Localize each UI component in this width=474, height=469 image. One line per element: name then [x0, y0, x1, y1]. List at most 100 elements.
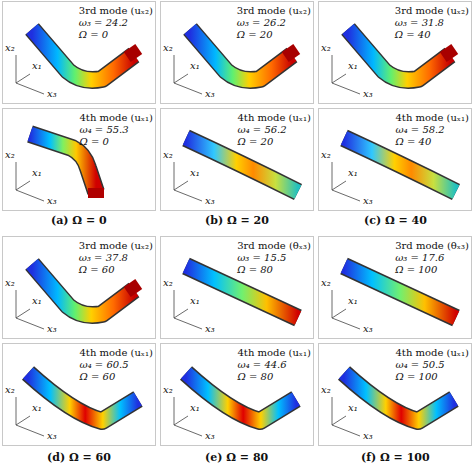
axis-label: x₃ [47, 430, 57, 442]
axis-label: x₃ [47, 323, 57, 335]
axis-label: x₂ [163, 384, 173, 396]
mode-info: 4th mode (uₓ₁)ω₄ = 44.6Ω = 80 [238, 347, 312, 383]
mode-info: 4th mode (uₓ₁)ω₄ = 55.3Ω = 0 [80, 112, 154, 148]
axis-triad [174, 290, 202, 329]
speed-value: Ω = 60 [79, 264, 153, 276]
beam-mode [174, 138, 298, 201]
mode-name: 4th mode (uₓ₁) [238, 112, 312, 124]
beam-mode [332, 266, 456, 329]
axis-label: x₃ [205, 195, 215, 207]
mode-panel: 3rd mode (uₓ₂)ω₃ = 31.8Ω = 40 [318, 1, 472, 104]
subfigure-caption: (a) Ω = 0 [51, 214, 107, 227]
speed-value: Ω = 20 [238, 136, 312, 148]
axis-triad [16, 55, 44, 94]
axis-label: x₁ [190, 60, 200, 72]
axis-triad [174, 397, 202, 436]
frequency-value: ω₃ = 37.8 [79, 252, 153, 264]
axis-label: x₁ [190, 167, 200, 179]
mode-panel: 3rd mode (uₓ₂)ω₃ = 24.2Ω = 0 [2, 1, 156, 104]
axis-triad [332, 55, 360, 94]
subfigure-caption: (b) Ω = 20 [205, 214, 269, 227]
subfigure-caption: (d) Ω = 60 [47, 451, 111, 464]
mode-panel: 4th mode (uₓ₁)ω₄ = 56.2Ω = 20 [160, 108, 314, 211]
mode-name: 3rd mode (θₓ₃) [237, 240, 311, 252]
mode-name: 4th mode (uₓ₁) [396, 112, 470, 124]
speed-value: Ω = 0 [79, 29, 153, 41]
axis-label: x₂ [5, 42, 15, 54]
frequency-value: ω₃ = 26.2 [237, 17, 311, 29]
axis-triad [174, 55, 202, 94]
subfigure-caption: (e) Ω = 80 [205, 451, 268, 464]
mode-name: 3rd mode (uₓ₂) [237, 5, 311, 17]
frequency-value: ω₄ = 55.3 [80, 124, 154, 136]
beam-mode [174, 373, 296, 436]
speed-value: Ω = 40 [396, 136, 470, 148]
frequency-value: ω₃ = 24.2 [79, 17, 153, 29]
axis-label: x₁ [348, 402, 358, 414]
frequency-value: ω₃ = 31.8 [395, 17, 469, 29]
axis-label: x₂ [5, 277, 15, 289]
mode-info: 3rd mode (uₓ₂)ω₃ = 31.8Ω = 40 [395, 5, 469, 41]
axis-label: x₁ [348, 60, 358, 72]
axis-label: x₂ [163, 42, 173, 54]
mode-panel: 4th mode (uₓ₁)ω₄ = 58.2Ω = 40 [318, 108, 472, 211]
axis-label: x₁ [190, 295, 200, 307]
beam-mode [16, 373, 138, 436]
frequency-value: ω₄ = 58.2 [396, 124, 470, 136]
axis-label: x₂ [163, 149, 173, 161]
axis-triad [16, 397, 44, 436]
mode-info: 4th mode (uₓ₁)ω₄ = 60.5Ω = 60 [80, 347, 154, 383]
axis-triad [16, 290, 44, 329]
frequency-value: ω₃ = 15.5 [237, 252, 311, 264]
mode-panel: 4th mode (uₓ₁)ω₄ = 60.5Ω = 60 [2, 343, 156, 446]
subfigure-caption: (f) Ω = 100 [361, 451, 430, 464]
mode-info: 3rd mode (θₓ₃)ω₃ = 17.6Ω = 100 [395, 240, 469, 276]
beam-mode [174, 266, 298, 329]
speed-value: Ω = 60 [80, 371, 154, 383]
axis-label: x₁ [348, 167, 358, 179]
frequency-value: ω₄ = 44.6 [238, 359, 312, 371]
axis-label: x₁ [190, 402, 200, 414]
axis-label: x₁ [32, 402, 42, 414]
mode-info: 4th mode (uₓ₁)ω₄ = 58.2Ω = 40 [396, 112, 470, 148]
axis-label: x₁ [32, 167, 42, 179]
mode-panel: 3rd mode (uₓ₂)ω₃ = 26.2Ω = 20 [160, 1, 314, 104]
mode-info: 3rd mode (uₓ₂)ω₃ = 37.8Ω = 60 [79, 240, 153, 276]
beam-mode [332, 138, 456, 201]
mode-name: 4th mode (uₓ₁) [396, 347, 470, 359]
speed-value: Ω = 100 [396, 371, 470, 383]
frequency-value: ω₄ = 60.5 [80, 359, 154, 371]
axis-triad [174, 162, 202, 201]
speed-value: Ω = 40 [395, 29, 469, 41]
mode-panel: 3rd mode (uₓ₂)ω₃ = 37.8Ω = 60 [2, 236, 156, 339]
beam-mode [332, 373, 454, 436]
axis-label: x₃ [205, 323, 215, 335]
axis-label: x₃ [363, 430, 373, 442]
axis-label: x₂ [163, 277, 173, 289]
mode-info: 4th mode (uₓ₁)ω₄ = 56.2Ω = 20 [238, 112, 312, 148]
speed-value: Ω = 80 [238, 371, 312, 383]
axis-label: x₃ [363, 195, 373, 207]
axis-label: x₃ [205, 88, 215, 100]
axis-label: x₃ [363, 323, 373, 335]
speed-value: Ω = 100 [395, 264, 469, 276]
axis-label: x₃ [47, 195, 57, 207]
mode-name: 4th mode (uₓ₁) [80, 112, 154, 124]
speed-value: Ω = 20 [237, 29, 311, 41]
mode-name: 4th mode (uₓ₁) [80, 347, 154, 359]
mode-name: 3rd mode (uₓ₂) [79, 5, 153, 17]
axis-label: x₃ [363, 88, 373, 100]
mode-name: 3rd mode (uₓ₂) [395, 5, 469, 17]
beam-end [440, 44, 458, 62]
beam-end [124, 44, 142, 62]
axis-label: x₂ [321, 277, 331, 289]
mode-name: 4th mode (uₓ₁) [238, 347, 312, 359]
mode-info: 3rd mode (uₓ₂)ω₃ = 24.2Ω = 0 [79, 5, 153, 41]
mode-panel: 3rd mode (θₓ₃)ω₃ = 15.5Ω = 80 [160, 236, 314, 339]
beam-end [282, 44, 300, 62]
mode-panel: 3rd mode (θₓ₃)ω₃ = 17.6Ω = 100 [318, 236, 472, 339]
mode-info: 4th mode (uₓ₁)ω₄ = 50.5Ω = 100 [396, 347, 470, 383]
axis-label: x₁ [32, 295, 42, 307]
beam-end [88, 188, 104, 198]
